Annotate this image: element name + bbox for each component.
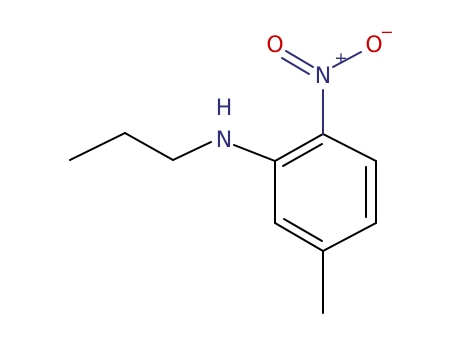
amine-nitrogen-label: N <box>216 128 232 153</box>
ring-bond-1 <box>274 133 324 162</box>
bond-amine-n-ring <box>233 144 276 162</box>
ring-bond-2 <box>322 133 377 162</box>
ring-inner-double-3 <box>283 218 323 242</box>
nitro-oxygen-left-label: O <box>266 33 283 58</box>
ring-bond-5 <box>274 222 324 252</box>
bond-nitro-n-o1 <box>285 50 314 68</box>
bond-c1-c2 <box>69 132 126 161</box>
bond-nitro-n-o2 <box>332 51 362 68</box>
amine-hydrogen-label: H <box>216 96 233 121</box>
bond-nitro-n-o1-second <box>281 57 310 75</box>
bond-c2-c3 <box>124 132 174 161</box>
nitro-plus-charge: + <box>334 49 347 68</box>
ring-inner-double-1 <box>282 143 323 167</box>
nitro-minus-charge: − <box>380 23 393 42</box>
bond-c3-amine-n <box>172 141 212 161</box>
nitro-nitrogen-label: N <box>315 64 331 89</box>
nitro-oxygen-right-label: O <box>365 33 382 58</box>
ring-bond-4 <box>322 222 377 252</box>
